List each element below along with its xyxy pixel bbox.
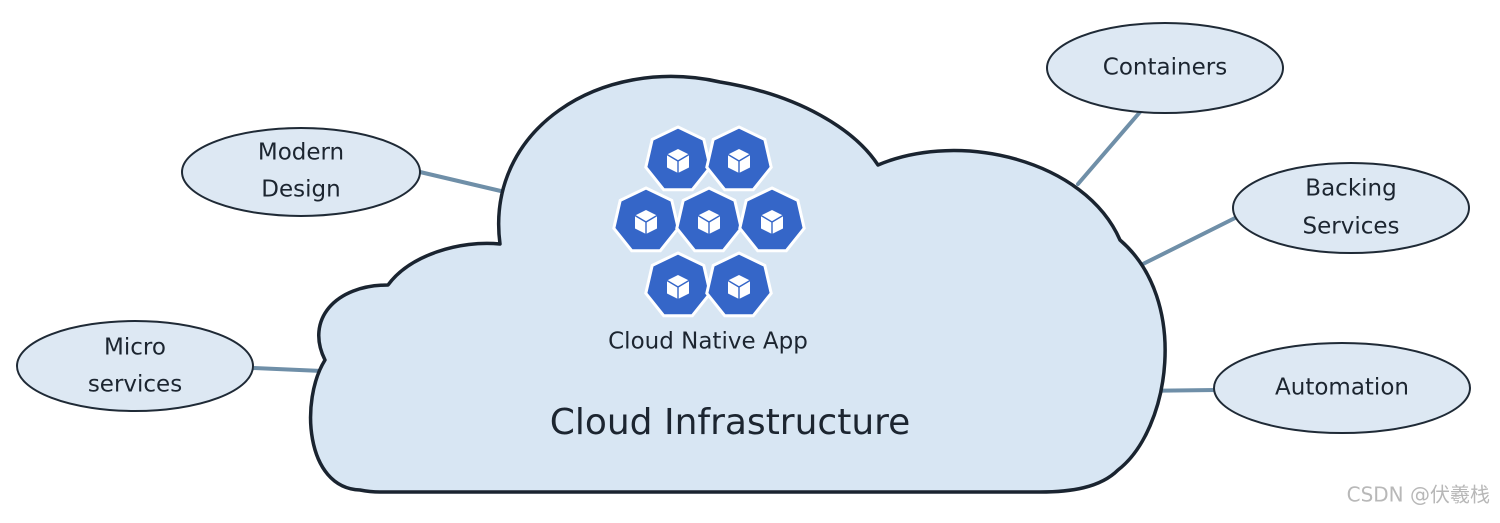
node-modern-design: Modern Design <box>181 127 421 217</box>
connector-backing-services <box>1141 216 1237 266</box>
kubernetes-cube-icon <box>675 186 743 253</box>
node-backing-services: Backing Services <box>1232 162 1470 254</box>
node-containers-bubble <box>1046 22 1284 114</box>
cloud-native-app-icons <box>612 125 806 318</box>
node-micro-services-line-1: Micro <box>104 335 166 361</box>
kubernetes-cube-icon <box>612 186 680 253</box>
node-modern-design-line-1: Modern <box>258 140 344 166</box>
cloud-native-app-label: Cloud Native App <box>608 329 808 355</box>
node-backing-services-line-2: Services <box>1303 214 1400 240</box>
node-backing-services-line-1: Backing <box>1305 176 1396 202</box>
kubernetes-cube-icon <box>644 251 712 318</box>
node-automation: Automation <box>1213 342 1471 434</box>
node-micro-services-line-2: services <box>88 372 182 398</box>
csdn-watermark: CSDN @伏羲栈 <box>1347 483 1490 507</box>
cloud-infrastructure-label: Cloud Infrastructure <box>550 402 911 443</box>
node-modern-design-bubble <box>181 127 421 217</box>
kubernetes-cube-icon <box>738 186 806 253</box>
connector-micro-services <box>251 366 324 373</box>
node-micro-services: Micro services <box>16 320 254 412</box>
node-micro-services-bubble <box>16 320 254 412</box>
kubernetes-cube-icon <box>705 251 773 318</box>
node-containers: Containers <box>1046 22 1284 114</box>
connector-modern-design <box>418 170 507 194</box>
kubernetes-cube-icon <box>644 125 712 192</box>
node-containers-line-1: Containers <box>1103 55 1227 81</box>
node-backing-services-bubble <box>1232 162 1470 254</box>
kubernetes-cube-icon <box>705 125 773 192</box>
node-modern-design-line-2: Design <box>261 177 340 203</box>
connector-containers <box>1076 110 1142 186</box>
node-automation-bubble <box>1213 342 1471 434</box>
node-automation-line-1: Automation <box>1275 375 1409 401</box>
